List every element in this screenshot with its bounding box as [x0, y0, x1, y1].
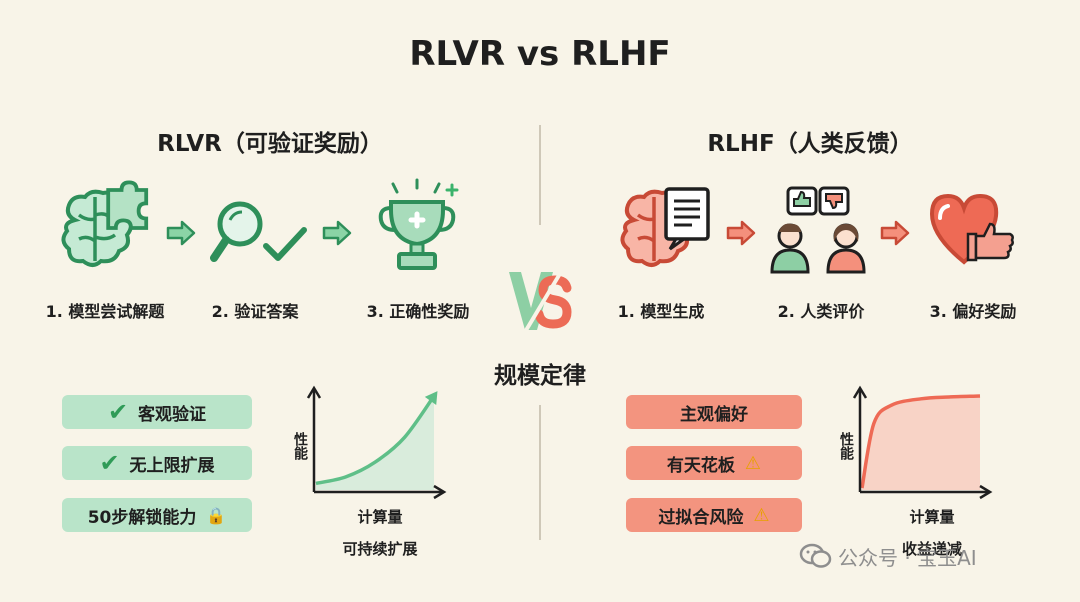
- brain-document-icon: [620, 187, 710, 267]
- rlvr-chart-ylabel: 性能: [292, 432, 308, 460]
- arrow-right-icon: [726, 220, 756, 246]
- heart-thumb-icon: [929, 193, 1014, 265]
- lock-icon: 🔒: [206, 505, 227, 525]
- vs-logo-icon: [509, 270, 572, 334]
- wechat-icon: [799, 543, 832, 568]
- rlhf-pill-3: 过拟合风险 ⚠: [626, 498, 802, 532]
- rlhf-chart-xlabel: 计算量: [909, 508, 955, 526]
- trophy-plus-icon: [378, 178, 459, 270]
- rlvr-pill-2: ✔ 无上限扩展: [62, 446, 252, 480]
- rlvr-chart-y-arrow: [306, 385, 322, 399]
- page-title: RLVR vs RLHF: [409, 34, 671, 74]
- rlvr-pill-1: ✔ 客观验证: [62, 395, 252, 429]
- magnifier-check-icon: [210, 201, 307, 262]
- rlhf-pill-1: 主观偏好: [626, 395, 802, 429]
- rlhf-pill-3-label: 过拟合风险: [658, 507, 744, 528]
- rlhf-heading: RLHF（人类反馈）: [707, 131, 913, 157]
- rlhf-scaling-chart: [852, 385, 993, 500]
- rlvr-pill-1-label: 客观验证: [138, 404, 207, 425]
- rlhf-chart-caption: 收益递减: [901, 540, 962, 558]
- check-icon: ✔: [99, 449, 120, 477]
- rlvr-pill-3: 50步解锁能力 🔒: [62, 498, 252, 532]
- rlhf-pill-2-label: 有天花板: [666, 455, 735, 476]
- rlvr-scaling-chart: [306, 385, 447, 500]
- rlvr-chart-area: [316, 396, 434, 490]
- rlhf-chart-ylabel: 性能: [838, 432, 854, 460]
- rlvr-chart-line: [315, 394, 436, 486]
- rlhf-step-3: 3. 偏好奖励: [929, 302, 1017, 321]
- brain-puzzle-icon: [61, 180, 149, 267]
- arrow-right-icon: [166, 220, 196, 246]
- rlvr-chart-arrowhead: [424, 391, 438, 405]
- people-thumbs-icon: [770, 186, 866, 274]
- rlvr-pill-2-label: 无上限扩展: [129, 455, 215, 476]
- rlhf-chart-x-arrow: [979, 484, 993, 500]
- rlvr-pill-3-label: 50步解锁能力: [87, 507, 197, 528]
- rlvr-heading: RLVR（可验证奖励）: [157, 131, 383, 157]
- rlhf-pill-1-label: 主观偏好: [680, 404, 748, 425]
- rlhf-chart-line: [860, 394, 981, 489]
- rlvr-chart-x-arrow: [433, 484, 447, 500]
- warning-icon: ⚠: [744, 452, 762, 474]
- rlhf-chart-area: [862, 396, 980, 490]
- rlhf-pill-2: 有天花板 ⚠: [626, 446, 802, 480]
- rlhf-step-1: 1. 模型生成: [617, 302, 705, 321]
- rlhf-step-2: 2. 人类评价: [777, 302, 865, 321]
- check-icon: ✔: [107, 398, 129, 426]
- arrow-right-icon: [880, 220, 910, 246]
- arrow-right-icon: [322, 220, 352, 246]
- rlvr-chart-caption: 可持续扩展: [342, 540, 418, 558]
- watermark-text: 公众号 · 宝玉AI: [838, 546, 977, 570]
- rlvr-step-1: 1. 模型尝试解题: [45, 302, 165, 321]
- rlvr-step-3: 3. 正确性奖励: [366, 302, 470, 321]
- center-label: 规模定律: [494, 363, 586, 389]
- divider-bottom: [539, 405, 541, 540]
- warning-icon: ⚠: [753, 504, 770, 526]
- rlvr-step-2: 2. 验证答案: [211, 302, 299, 321]
- divider-top: [539, 125, 541, 225]
- rlhf-chart-y-arrow: [852, 385, 868, 399]
- rlvr-chart-xlabel: 计算量: [357, 508, 403, 526]
